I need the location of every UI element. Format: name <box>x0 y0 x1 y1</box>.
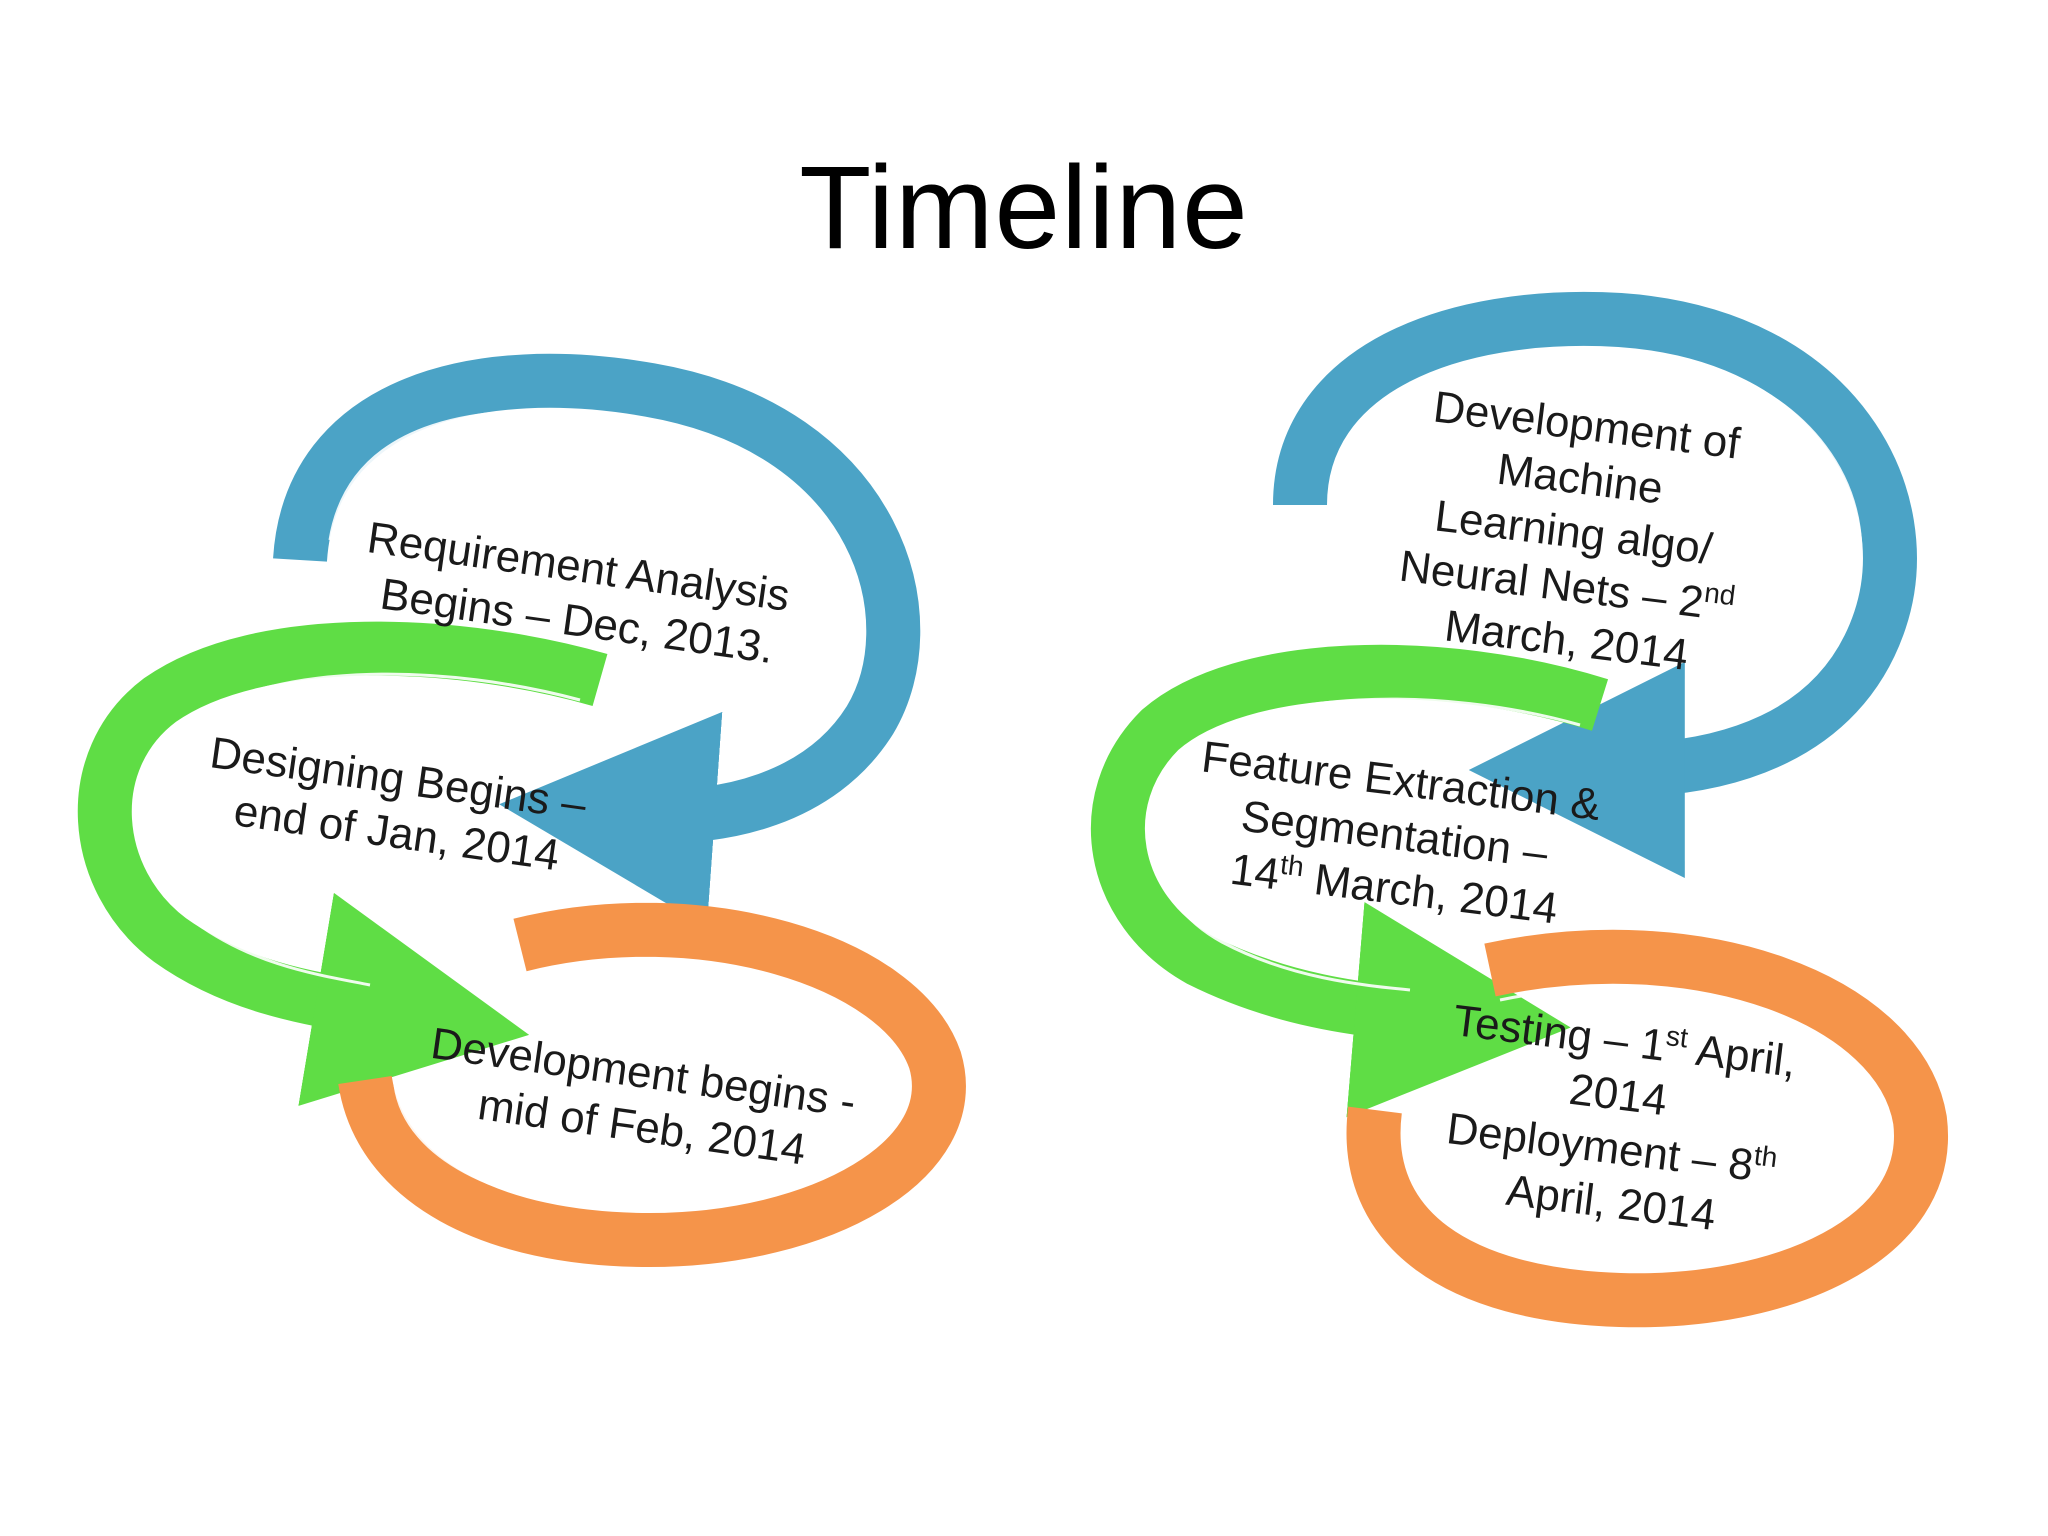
left-green-arrow <box>77 621 608 1106</box>
right-orange-ring <box>1346 929 1948 1328</box>
left-blue-arrow <box>273 353 921 928</box>
right-step2-label: Feature Extraction & Segmentation – 14th… <box>1186 732 1615 938</box>
right-flow: Development of Machine Learning algo/ Ne… <box>1090 292 1948 1328</box>
left-flow: Requirement Analysis Begins – Dec, 2013.… <box>77 353 966 1268</box>
left-orange-ring <box>338 902 966 1268</box>
right-green-arrow <box>1090 644 1609 1118</box>
right-step3-label: Testing – 1st April, 2014 Deployment – 8… <box>1431 994 1811 1249</box>
right-blue-arrow <box>1273 292 1917 878</box>
left-step2-label: Designing Begins – end of Jan, 2014 <box>200 728 602 884</box>
slide-title: Timeline <box>799 142 1249 274</box>
right-step1-label: Development of Machine Learning algo/ Ne… <box>1390 381 1769 687</box>
left-step3-label: Development begins - mid of Feb, 2014 <box>420 1019 870 1182</box>
